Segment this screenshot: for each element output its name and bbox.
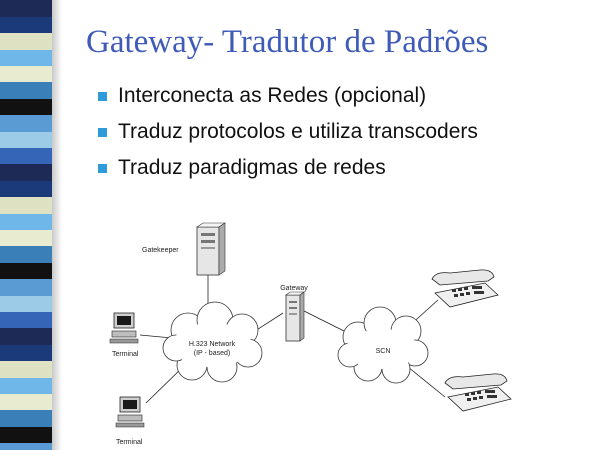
terminal-label: Terminal — [112, 351, 139, 358]
link-gateway-scn — [301, 309, 349, 334]
stripe-band — [0, 213, 52, 231]
bullet-item: Interconecta as Redes (opcional) — [98, 80, 478, 116]
stripe-band — [0, 246, 52, 263]
telephone-icon — [444, 373, 512, 412]
bullet-text: Traduz paradigmas de redes — [118, 156, 386, 179]
network-label: H.323 Network — [189, 341, 236, 348]
telephone-icon — [431, 269, 499, 308]
stripe-band — [0, 180, 52, 198]
stripe-band — [0, 377, 52, 395]
stripe-band — [0, 295, 52, 313]
stripe-band — [0, 196, 52, 214]
decorative-stripe — [0, 0, 62, 450]
bullet-text: Traduz protocolos e utiliza transcoders — [118, 120, 478, 143]
stripe-band — [0, 164, 52, 181]
stripe-band — [0, 82, 52, 99]
stripe-band — [0, 0, 52, 17]
link-scn-phone2 — [407, 366, 446, 398]
stripe-band — [0, 147, 52, 165]
stripe-band — [0, 65, 52, 83]
gatekeeper-server-icon — [196, 222, 226, 276]
gateway-server-icon — [285, 291, 305, 342]
stripe-band — [0, 426, 52, 444]
terminal-computer-icon — [115, 396, 145, 428]
stripe-band — [0, 442, 52, 450]
stripe-band — [0, 360, 52, 378]
bullet-item: Traduz protocolos e utiliza transcoders — [98, 116, 478, 152]
link-terminal1-network — [139, 334, 173, 339]
square-bullet-icon — [98, 164, 107, 173]
stripe-band — [0, 410, 52, 427]
bullet-text: Interconecta as Redes (opcional) — [118, 84, 427, 107]
stripe-band — [0, 328, 52, 345]
square-bullet-icon — [98, 92, 107, 101]
bullet-list: Interconecta as Redes (opcional) Traduz … — [98, 80, 478, 188]
stripe-band — [0, 16, 52, 34]
stripe-band — [0, 344, 52, 362]
stripe-band — [0, 98, 52, 116]
stripe-band — [0, 262, 52, 280]
terminal-computer-icon — [109, 312, 139, 344]
stripe-band — [0, 49, 52, 67]
stripe-band — [0, 32, 52, 50]
square-bullet-icon — [98, 128, 107, 137]
scn-cloud — [337, 306, 429, 384]
stripe-band — [0, 393, 52, 411]
h323-network-cloud — [162, 301, 263, 383]
stripe-band — [0, 229, 52, 247]
gateway-label: Gateway — [280, 285, 308, 292]
terminal-label: Terminal — [116, 439, 143, 446]
stripe-band — [0, 131, 52, 149]
scn-label: SCN — [376, 348, 391, 355]
stripe-shadow — [52, 0, 62, 450]
stripe-band — [0, 278, 52, 296]
bullet-item: Traduz paradigmas de redes — [98, 152, 478, 188]
network-diagram: H.323 Network (IP - based) SCN Gatekeepe… — [109, 222, 512, 446]
network-sublabel: (IP - based) — [194, 350, 230, 357]
gatekeeper-label: Gatekeeper — [142, 247, 179, 254]
stripe-band — [0, 114, 52, 132]
stripe-band — [0, 311, 52, 329]
slide-title: Gateway- Tradutor de Padrões — [86, 24, 489, 60]
